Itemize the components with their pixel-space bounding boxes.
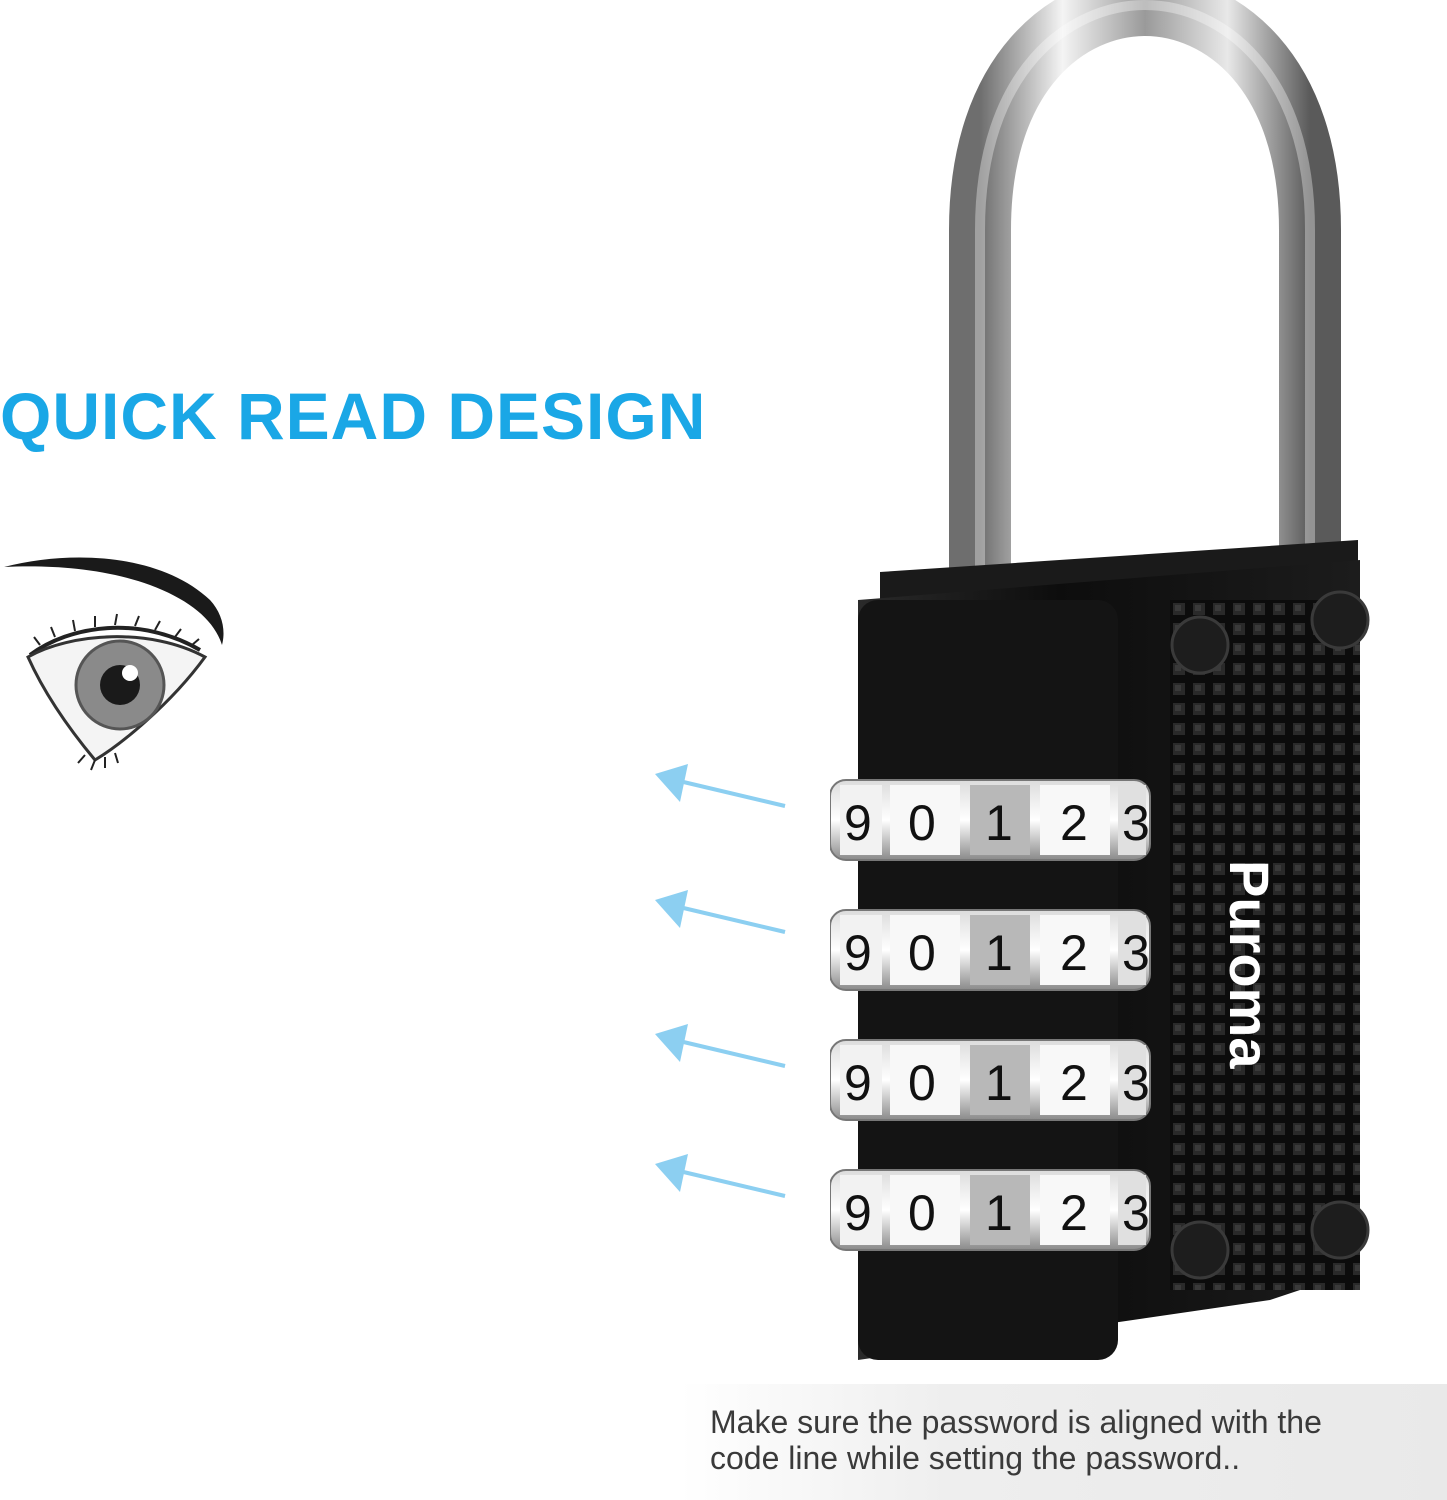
dial-digit: 2 [1060, 1055, 1088, 1111]
brand-logo: Puroma [1218, 860, 1281, 1069]
dial-digit: 9 [844, 925, 872, 981]
combination-dial[interactable]: 9 0 1 2 3 [830, 1169, 1151, 1251]
arrow-left-icon [655, 890, 786, 934]
dial-digit: 0 [908, 1185, 936, 1241]
dial-digit: 0 [908, 795, 936, 851]
combination-padlock-icon: Puroma 9 0 1 2 3 9 0 1 2 3 9 0 [830, 0, 1370, 1360]
dial-digit: 9 [844, 1055, 872, 1111]
headline: QUICK READ DESIGN [0, 379, 707, 453]
dial-digit: 1 [985, 795, 1013, 851]
dial-digit: 2 [1060, 925, 1088, 981]
dial-digit: 2 [1060, 795, 1088, 851]
caption-line: code line while setting the password.. [710, 1440, 1241, 1476]
dial-digit: 3 [1122, 795, 1150, 851]
dial-digit: 1 [985, 1185, 1013, 1241]
dial-digit: 0 [908, 1055, 936, 1111]
dial-digit: 0 [908, 925, 936, 981]
dial-digit: 1 [985, 1055, 1013, 1111]
caption-box: Make sure the password is aligned with t… [680, 1384, 1447, 1500]
dial-digit: 9 [844, 795, 872, 851]
eye-icon [4, 557, 224, 771]
dial-digit: 1 [985, 925, 1013, 981]
caption-line: Make sure the password is aligned with t… [710, 1404, 1322, 1440]
dial-digit: 3 [1122, 1055, 1150, 1111]
combination-dial[interactable]: 9 0 1 2 3 [830, 779, 1151, 861]
dial-digit: 3 [1122, 1185, 1150, 1241]
arrow-left-icon [655, 1154, 786, 1198]
dial-digit: 2 [1060, 1185, 1088, 1241]
combination-dial[interactable]: 9 0 1 2 3 [830, 1039, 1151, 1121]
combination-dial[interactable]: 9 0 1 2 3 [830, 909, 1151, 991]
dial-digit: 9 [844, 1185, 872, 1241]
arrow-left-icon [655, 764, 786, 808]
dial-digit: 3 [1122, 925, 1150, 981]
arrow-left-icon [655, 1024, 786, 1068]
